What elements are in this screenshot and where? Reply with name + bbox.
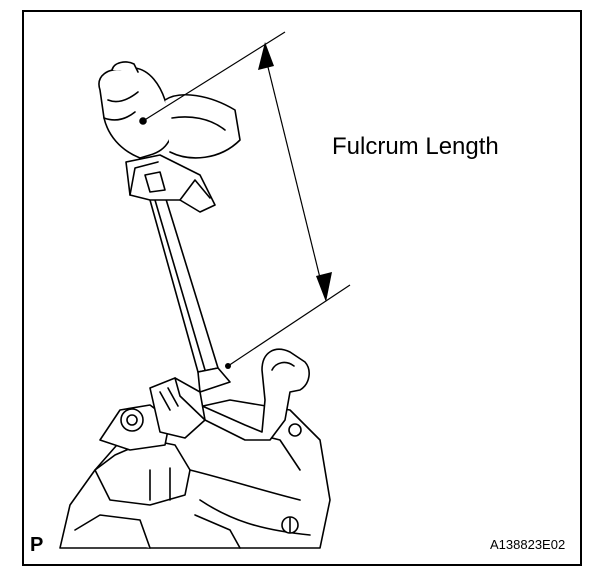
socket-adaptor-icon bbox=[149, 377, 206, 439]
figure-id: A138823E02 bbox=[490, 537, 566, 552]
hand-icon bbox=[98, 61, 241, 159]
pipe-icon bbox=[199, 348, 310, 441]
fulcrum-arrow-icon bbox=[142, 31, 351, 367]
fulcrum-length-label: Fulcrum Length bbox=[332, 133, 499, 160]
corner-mark: P bbox=[30, 534, 44, 556]
figure-frame bbox=[22, 10, 582, 566]
torque-wrench-icon bbox=[125, 154, 231, 393]
